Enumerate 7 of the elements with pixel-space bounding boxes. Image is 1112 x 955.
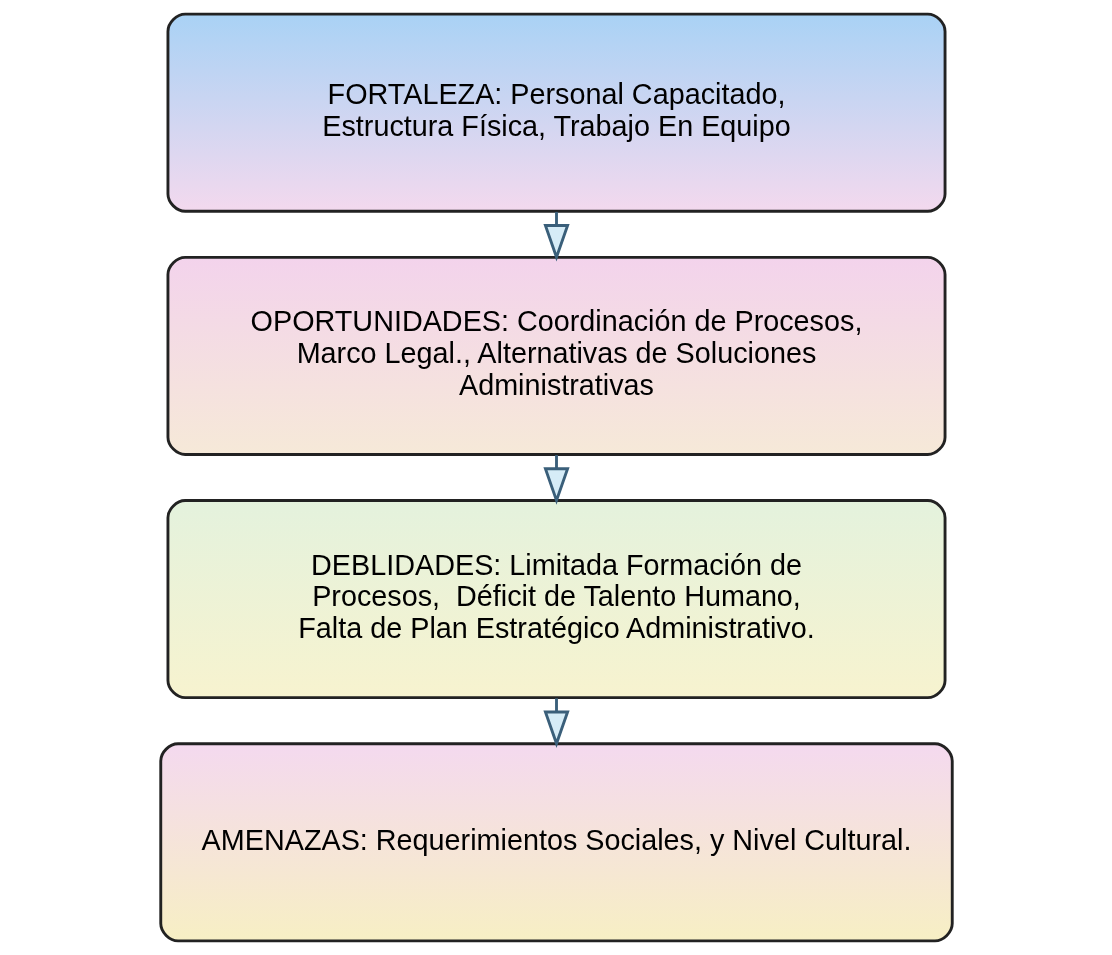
node-box: OPORTUNIDADES: Coordinación de Procesos, Marco Legal., Alternativas de Soluciones Administrativas [166, 255, 946, 456]
arrow [542, 698, 570, 748]
arrow [542, 211, 570, 262]
node-box: FORTALEZA: Personal Capacitado, Estructura Física, Trabajo En Equipo [166, 12, 946, 213]
node-box: DEBLIDADES: Limitada Formación de Procesos, Déficit de Talento Humano, Falta de Plan Estratégico Administrativo. [166, 499, 946, 700]
node-box: AMENAZAS: Requerimientos Sociales, y Nivel Cultural. [158, 742, 954, 943]
arrow [542, 455, 570, 505]
